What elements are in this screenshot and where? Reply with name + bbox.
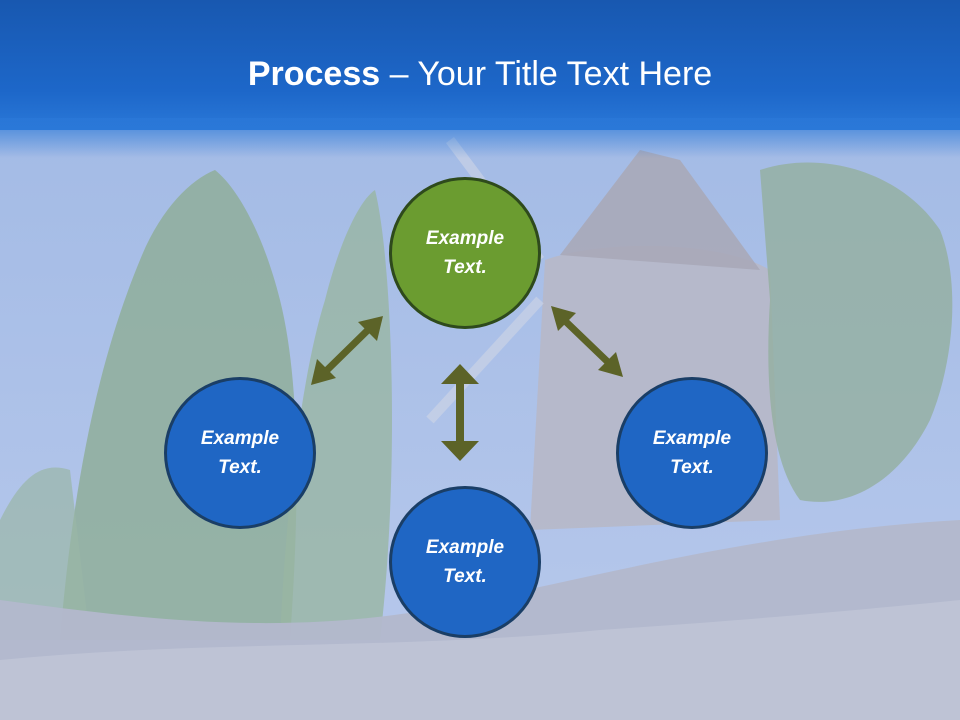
- title-band-fade: [0, 118, 960, 158]
- slide-title-bold: Process: [247, 55, 381, 93]
- node-right-label: Example Text.: [652, 428, 732, 478]
- node-bottom[interactable]: Example Text.: [389, 486, 541, 638]
- node-right[interactable]: Example Text.: [616, 377, 768, 529]
- node-left-label: Example Text.: [200, 428, 280, 478]
- node-bottom-label: Example Text.: [425, 537, 505, 587]
- slide-title: Process – Your Title Text Here: [0, 52, 960, 96]
- node-left[interactable]: Example Text.: [164, 377, 316, 529]
- slide-title-rest: – Your Title Text Here: [380, 55, 713, 93]
- title-band: [0, 0, 960, 130]
- node-top[interactable]: Example Text.: [389, 177, 541, 329]
- node-top-label: Example Text.: [425, 228, 505, 278]
